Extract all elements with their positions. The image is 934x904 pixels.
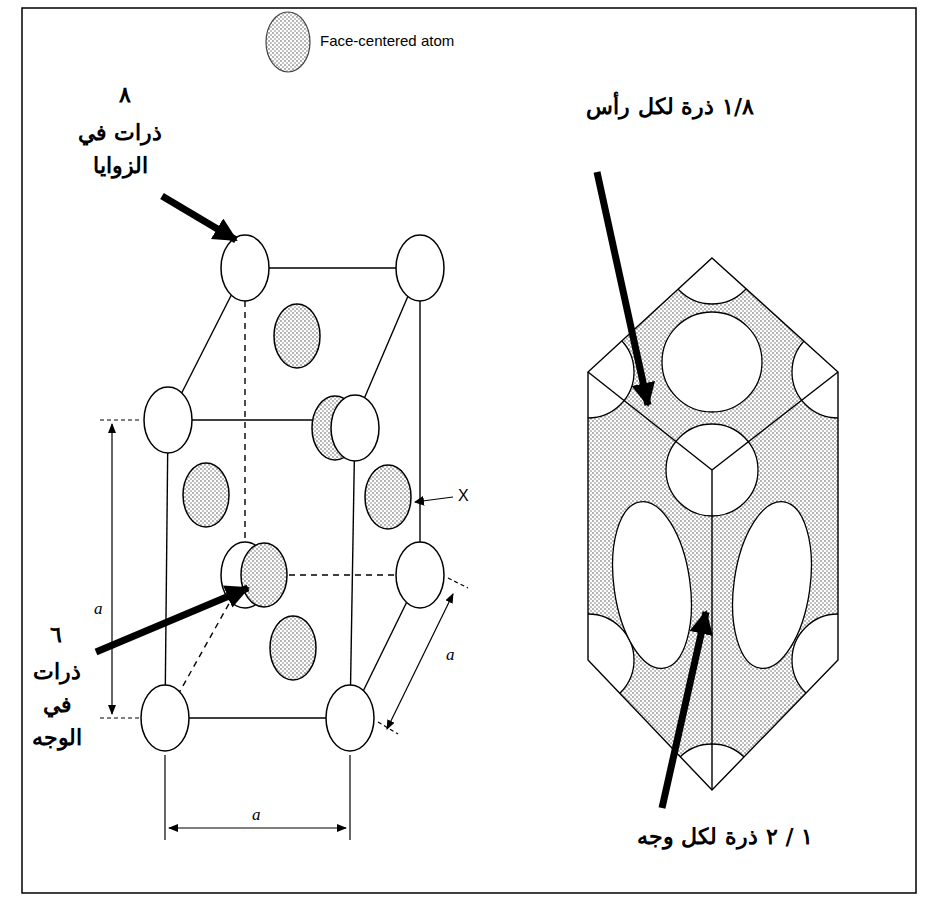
callout-number: ٦	[36, 618, 76, 651]
legend-sample	[266, 12, 310, 72]
face-note: ذرات في الوجه	[24, 655, 90, 754]
atoms	[141, 235, 444, 751]
frame	[22, 8, 916, 893]
cube-edges	[165, 268, 420, 718]
dimension-label: a	[250, 806, 263, 825]
dimension-label: a	[92, 600, 105, 619]
callout-number: ٨	[105, 78, 145, 111]
face-fraction-note: ١ / ٢ ذرة لكل وجه	[560, 820, 890, 853]
corner-fraction-note: ١/٨ ذرة لكل رأس	[520, 90, 820, 123]
legend-text: Face-centered atom	[320, 32, 454, 49]
corner-note: ذرات في الزوايا	[58, 116, 182, 182]
packed-cell	[542, 212, 884, 836]
pointer-arrows	[96, 172, 706, 808]
dimension-label: a	[444, 646, 457, 665]
point-label: X	[458, 487, 469, 505]
leader-line	[415, 497, 453, 502]
